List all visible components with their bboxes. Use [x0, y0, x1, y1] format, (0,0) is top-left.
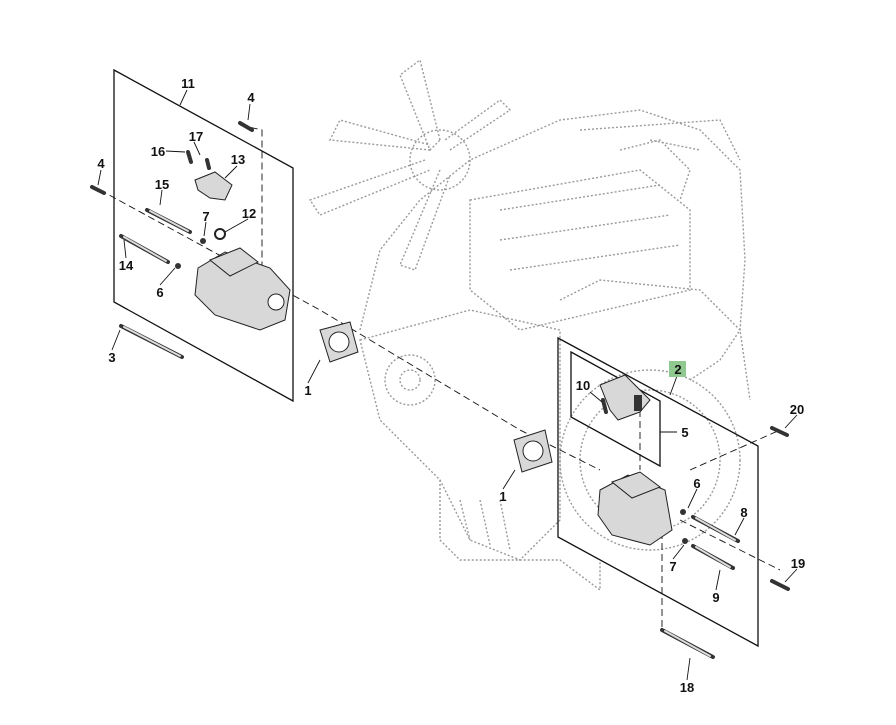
- callout[interactable]: 14: [119, 258, 134, 273]
- callout[interactable]: 10: [576, 378, 590, 393]
- bolts-right: [601, 398, 790, 659]
- callout[interactable]: 6: [693, 476, 700, 491]
- elbow-fitting-right: [599, 374, 651, 421]
- right-pump-panel: [557, 336, 759, 648]
- callout[interactable]: 19: [791, 556, 805, 571]
- callout[interactable]: 5: [681, 425, 688, 440]
- callout[interactable]: 3: [108, 350, 115, 365]
- callout[interactable]: 4: [97, 156, 105, 171]
- engine-outline: [308, 58, 751, 592]
- callout[interactable]: 16: [151, 144, 165, 159]
- elbow-fitting-left: [194, 171, 233, 240]
- bolts-left: [90, 121, 254, 359]
- callout[interactable]: 11: [181, 76, 195, 91]
- hydraulic-pump-right: [597, 471, 673, 546]
- callout[interactable]: 13: [231, 152, 245, 167]
- callout[interactable]: 8: [740, 505, 747, 520]
- callout[interactable]: 1: [499, 489, 506, 504]
- callout[interactable]: 7: [202, 209, 209, 224]
- left-pump-panel: [113, 68, 294, 403]
- gasket-right: [513, 429, 553, 473]
- gasket-left: [319, 321, 359, 363]
- callout[interactable]: 17: [189, 129, 203, 144]
- callout-2-highlight: [669, 361, 686, 377]
- callout[interactable]: 1: [304, 383, 311, 398]
- hydraulic-pump-left: [194, 247, 291, 331]
- callout[interactable]: 2: [674, 362, 681, 377]
- callout[interactable]: 4: [247, 90, 255, 105]
- callout[interactable]: 9: [712, 590, 719, 605]
- callouts: 11 4 17 16 13 4 15 7 12 14 6 3 1 2 10 5 …: [97, 76, 805, 695]
- callout[interactable]: 20: [790, 402, 804, 417]
- callout[interactable]: 7: [669, 559, 676, 574]
- callout[interactable]: 18: [680, 680, 694, 695]
- callout[interactable]: 15: [155, 177, 169, 192]
- callout[interactable]: 12: [242, 206, 256, 221]
- callout[interactable]: 6: [156, 285, 163, 300]
